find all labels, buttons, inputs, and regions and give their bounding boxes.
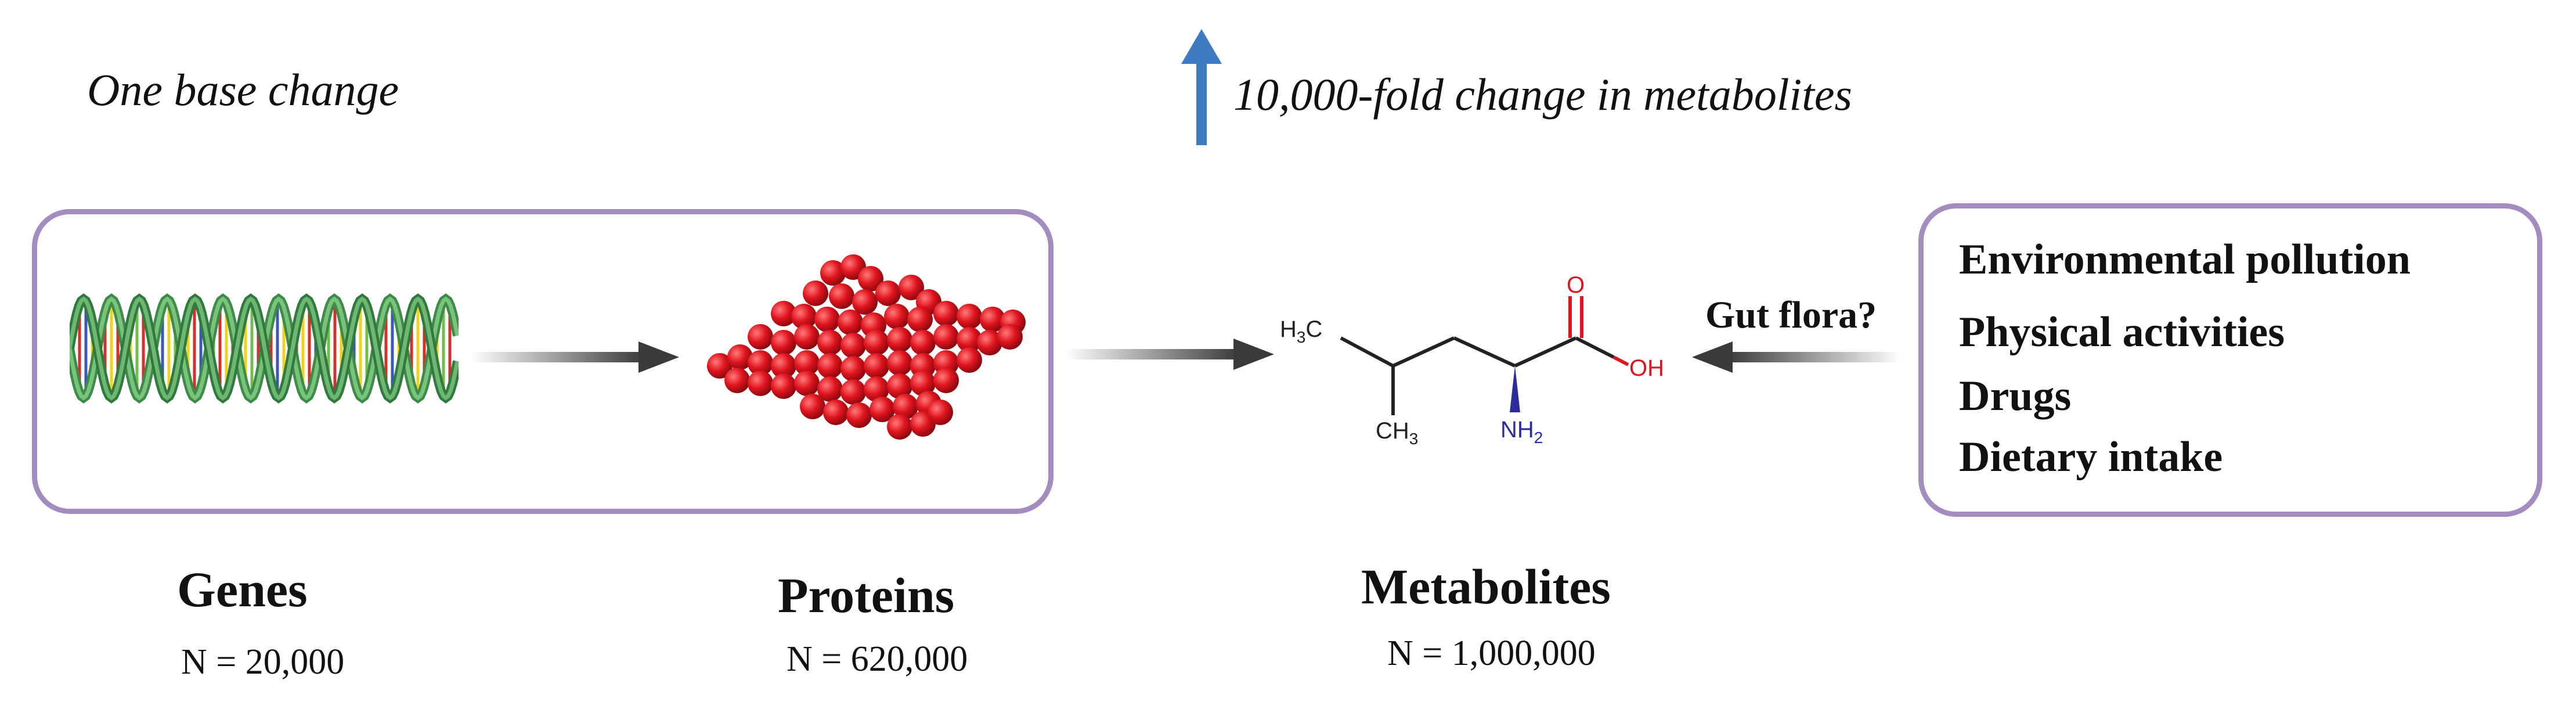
one-base-change-label: One base change bbox=[87, 64, 399, 115]
genes-proteins-box bbox=[32, 209, 1054, 514]
up-arrow-icon bbox=[1181, 29, 1222, 145]
arrow-genes-to-proteins bbox=[470, 341, 679, 373]
h3c-label: H3C bbox=[1280, 316, 1322, 346]
factor-environmental-pollution: Environmental pollution bbox=[1959, 236, 2411, 283]
amine-label: NH2 bbox=[1500, 417, 1543, 447]
factor-drugs: Drugs bbox=[1959, 372, 2072, 420]
dna-helix-icon bbox=[70, 293, 459, 404]
proteins-count: N = 620,000 bbox=[786, 639, 968, 679]
genes-count: N = 20,000 bbox=[181, 642, 345, 682]
factors-box bbox=[1918, 203, 2542, 517]
factor-dietary-intake: Dietary intake bbox=[1959, 433, 2223, 481]
protein-cluster-icon bbox=[707, 254, 1026, 440]
oxygen-label: O bbox=[1567, 273, 1585, 298]
metabolites-count: N = 1,000,000 bbox=[1387, 634, 1596, 673]
leucine-structure-icon: H3C CH3 O OH NH2 bbox=[1280, 273, 1664, 447]
ch3-label: CH3 bbox=[1376, 418, 1418, 447]
proteins-caption: Proteins bbox=[778, 567, 955, 623]
metabolites-caption: Metabolites bbox=[1361, 559, 1611, 614]
genes-caption: Genes bbox=[177, 562, 308, 617]
factor-physical-activities: Physical activities bbox=[1959, 308, 2285, 356]
gut-flora-label: Gut flora? bbox=[1705, 294, 1877, 336]
hydroxyl-label: OH bbox=[1629, 355, 1664, 381]
arrow-proteins-to-metabolites bbox=[1065, 339, 1274, 370]
arrow-factors-to-metabolites bbox=[1692, 341, 1901, 373]
fold-change-label: 10,000-fold change in metabolites bbox=[1233, 69, 1852, 120]
